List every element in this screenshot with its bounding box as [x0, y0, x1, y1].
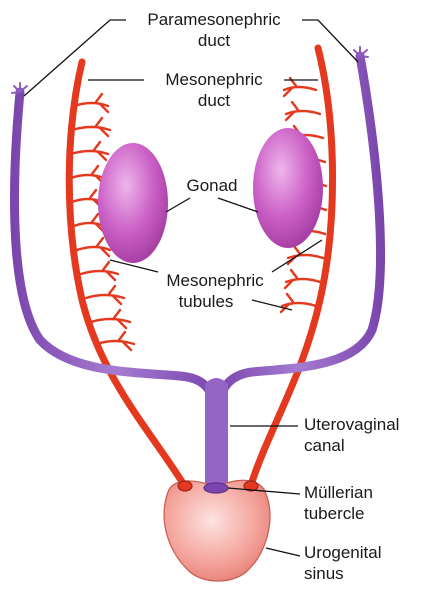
urogenital-sinus: [164, 480, 270, 581]
fimbria-left: [12, 83, 27, 93]
duct-opening-left: [178, 481, 192, 491]
label-tubules-1: Mesonephric: [166, 271, 264, 290]
label-urogenital-2: sinus: [304, 564, 344, 583]
label-paramesonephric-1: Paramesonephric: [147, 10, 281, 29]
label-gonad: Gonad: [186, 176, 237, 195]
gonad-right: [253, 128, 323, 248]
label-mesonephric-duct-2: duct: [198, 91, 230, 110]
label-mullerian-2: tubercle: [304, 504, 364, 523]
leader-paramesonephric-right: [302, 20, 358, 62]
label-uterovaginal-2: canal: [304, 436, 345, 455]
leader-urogenital: [266, 548, 300, 556]
uterovaginal-canal: [205, 378, 228, 490]
label-uterovaginal-1: Uterovaginal: [304, 415, 399, 434]
label-paramesonephric-2: duct: [198, 31, 230, 50]
leader-gonad-right: [218, 198, 258, 212]
label-mullerian-1: Müllerian: [304, 483, 373, 502]
mullerian-tubercle: [204, 483, 228, 493]
label-tubules-2: tubules: [179, 292, 234, 311]
label-mesonephric-duct-1: Mesonephric: [165, 70, 263, 89]
leader-gonad-left: [166, 198, 190, 212]
label-urogenital-1: Urogenital: [304, 543, 382, 562]
gonad-left: [98, 143, 168, 263]
